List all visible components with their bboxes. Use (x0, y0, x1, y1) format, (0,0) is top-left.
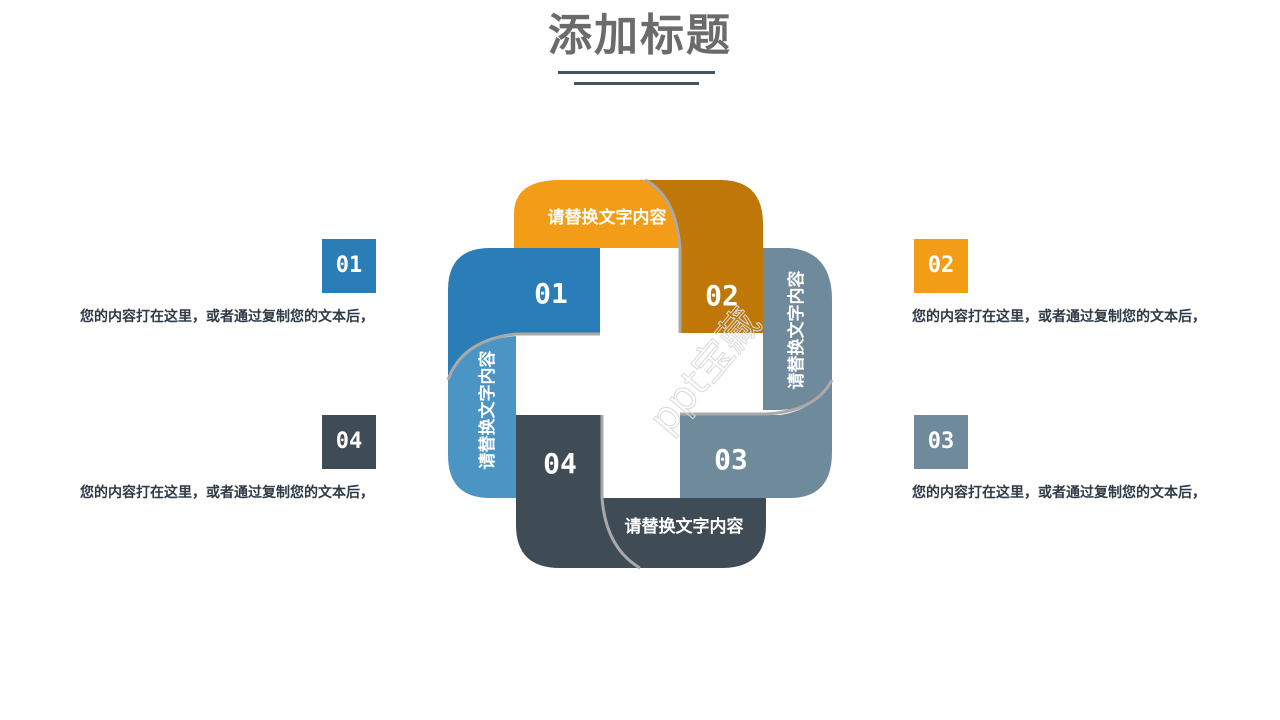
page-title: 添加标题 (548, 10, 732, 61)
item-02-description: 您的内容打在这里，或者通过复制您的文本后， (912, 309, 1206, 325)
petal-01-left-band (448, 336, 516, 498)
petal-04-bottom-band (600, 498, 766, 568)
petal-01-label: 请替换文字内容 (477, 351, 498, 470)
petal-03-number: 03 (714, 443, 748, 476)
petal-03 (680, 379, 834, 498)
petal-01 (446, 248, 600, 381)
title-divider-bottom (574, 82, 699, 85)
item-03-description: 您的内容打在这里，或者通过复制您的文本后， (912, 485, 1206, 501)
item-04-description: 您的内容打在这里，或者通过复制您的文本后， (80, 485, 374, 501)
petal-04-label: 请替换文字内容 (625, 516, 744, 537)
item-04-badge: 04 (322, 415, 376, 469)
petal-03-label: 请替换文字内容 (786, 271, 807, 390)
item-02-badge: 02 (914, 239, 968, 293)
item-03-badge: 03 (914, 415, 968, 469)
petal-01-number: 01 (534, 277, 568, 310)
petal-02 (644, 178, 763, 333)
item-01-badge: 01 (322, 239, 376, 293)
petal-03-right-band (763, 248, 832, 410)
title-divider-top (558, 71, 715, 74)
petal-04 (516, 415, 641, 570)
petal-04-number: 04 (543, 447, 577, 480)
petal-02-label: 请替换文字内容 (548, 207, 667, 228)
item-01-description: 您的内容打在这里，或者通过复制您的文本后， (80, 309, 374, 325)
petal-02-top-band (514, 180, 680, 248)
petal-02-number: 02 (705, 279, 739, 312)
